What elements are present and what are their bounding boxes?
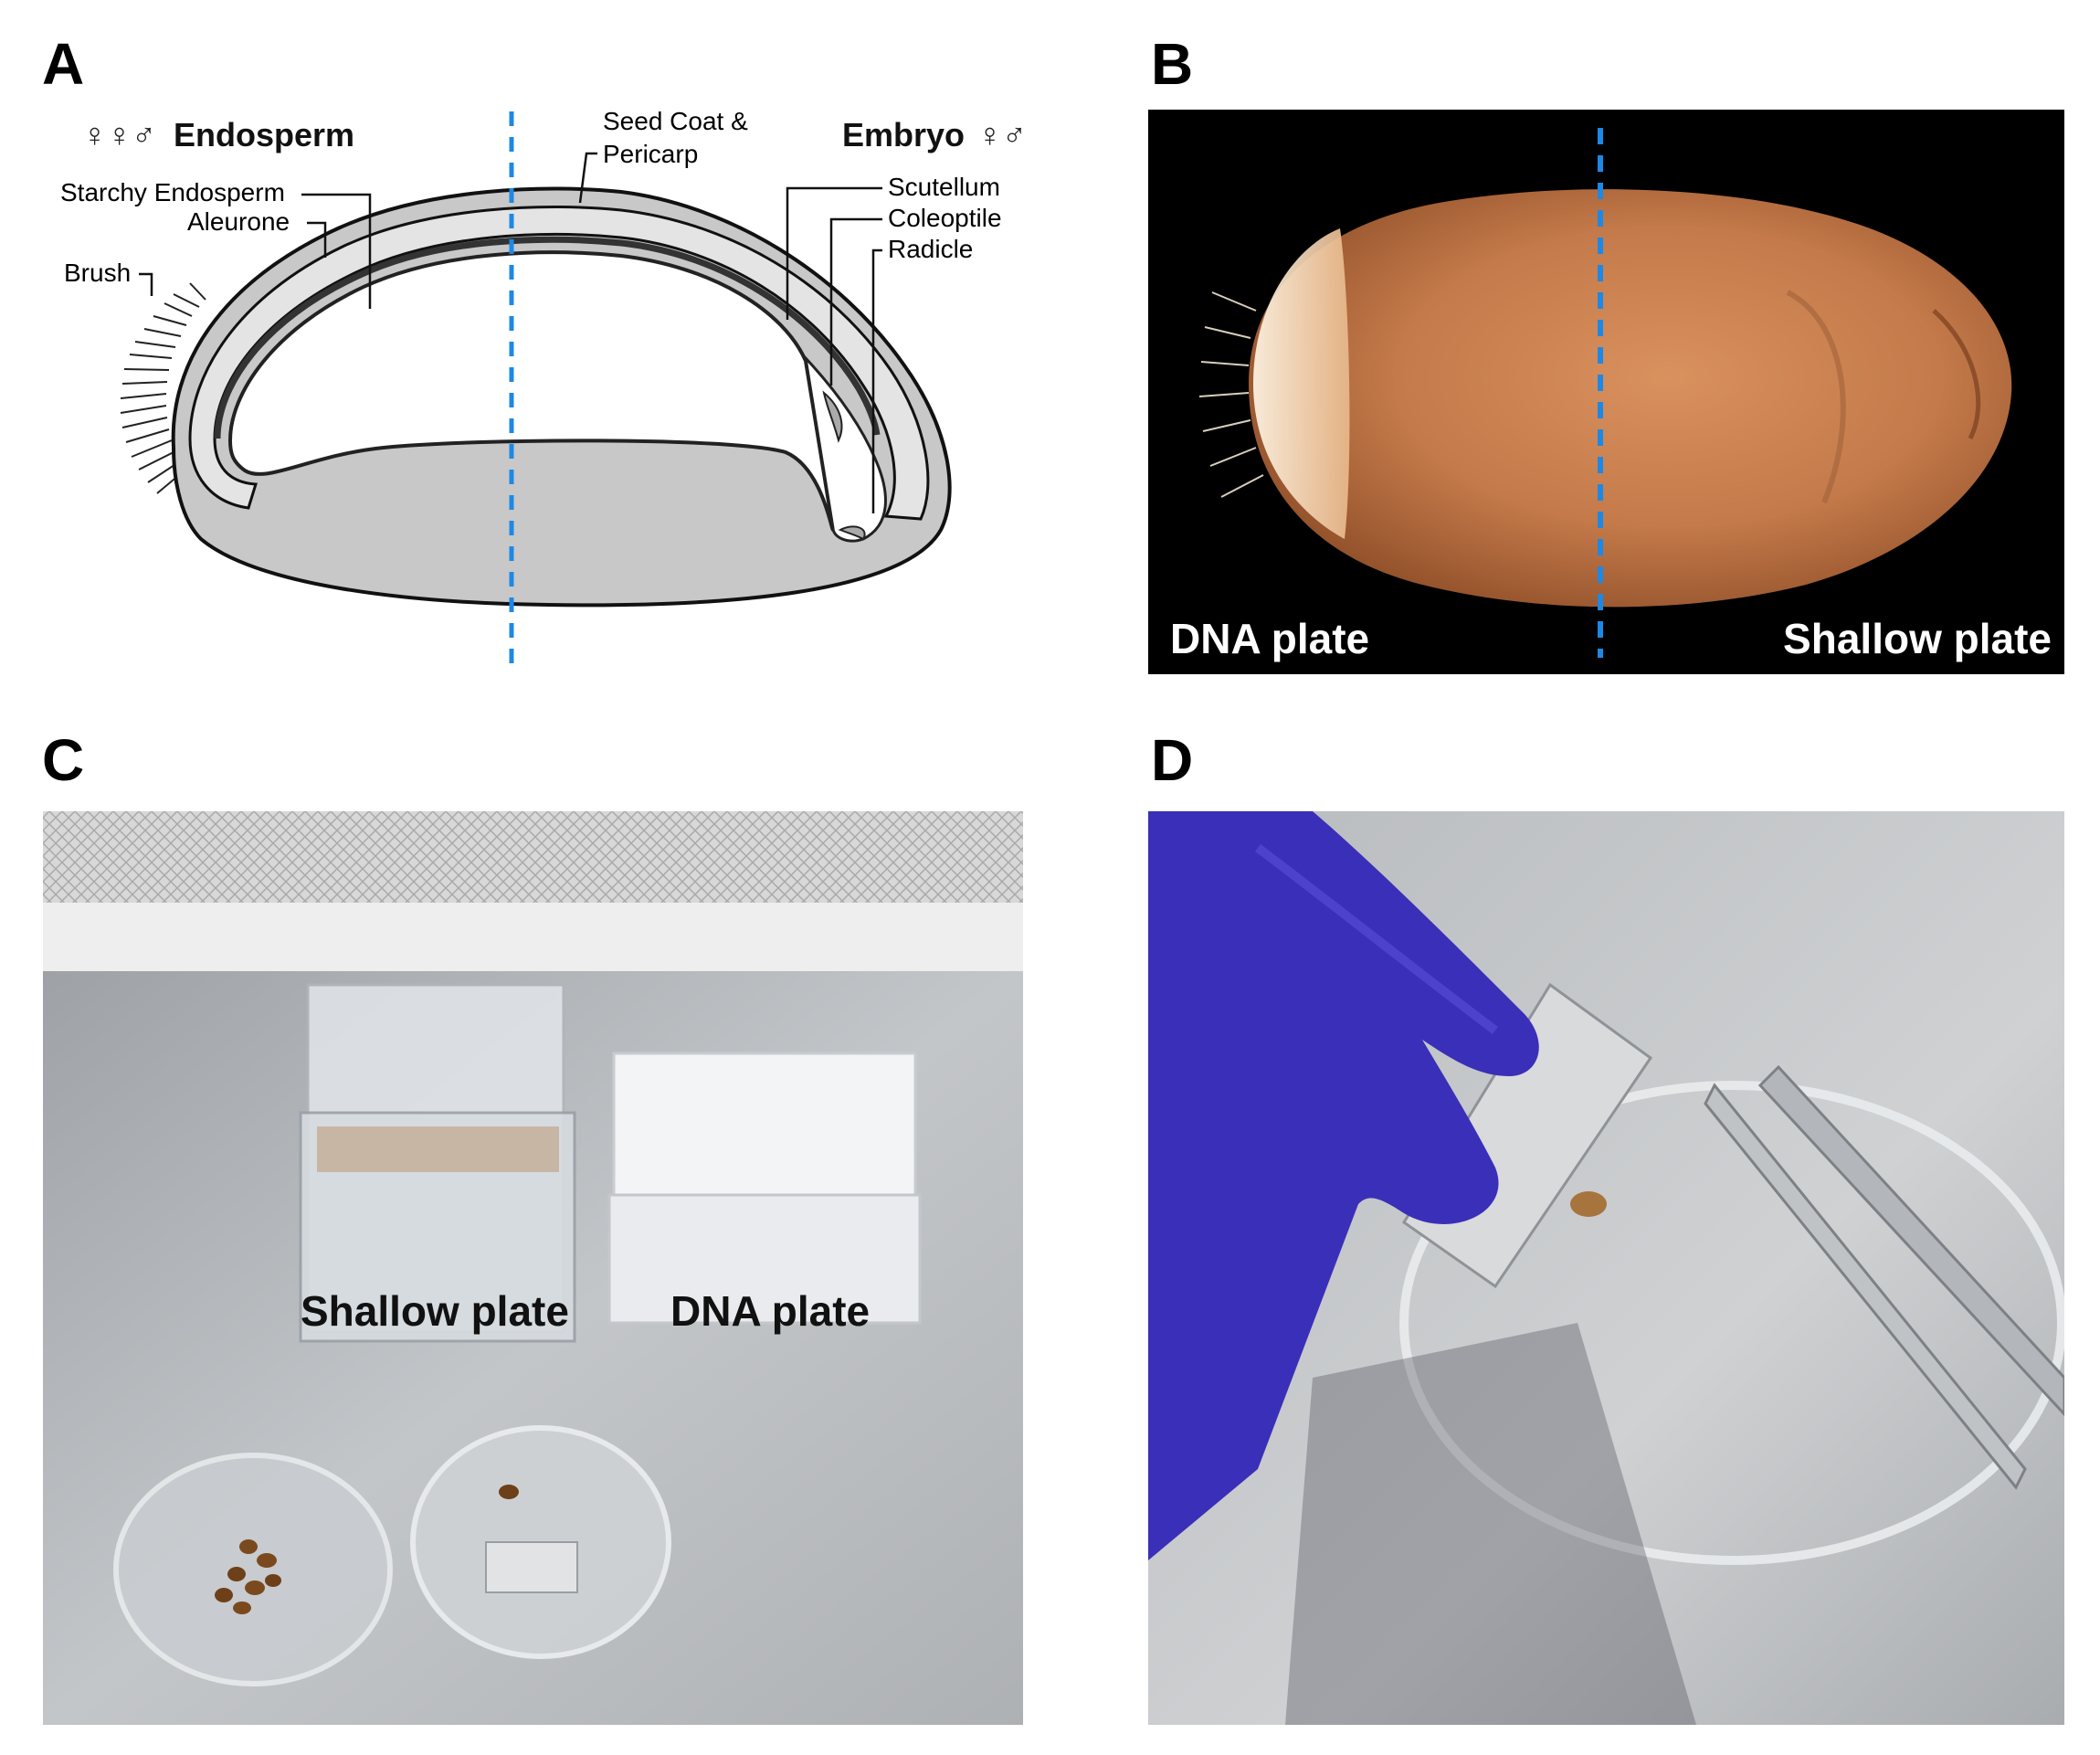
blue-glove	[1148, 811, 1539, 1560]
cutting-photo-panel	[1148, 811, 2064, 1725]
seed-diagram: ♀♀♂ Endosperm Embryo ♀♂ Seed Coat & Peri…	[60, 107, 1027, 671]
dna-plate-caption: DNA plate	[670, 1287, 871, 1335]
seed-coat-label-1: Seed Coat &	[603, 107, 748, 135]
brush-leader	[139, 272, 153, 296]
grain-brush	[1253, 228, 1350, 539]
coleoptile-leader	[829, 217, 882, 386]
brush-hairs	[120, 282, 206, 494]
glove-highlight	[1254, 844, 1499, 1034]
shallow-plate-caption: Shallow plate	[301, 1287, 569, 1335]
grain-being-cut	[1570, 1191, 1607, 1217]
grain-crease	[1932, 309, 1981, 440]
embryo-symbols: ♀♂	[977, 116, 1027, 153]
panel-letter-d: D	[1151, 727, 1194, 793]
radicle-label: Radicle	[888, 235, 973, 263]
grain-body	[1249, 189, 2012, 608]
aleurone-layer	[214, 236, 881, 439]
bench-photo-panel: Shallow plate DNA plate	[43, 811, 1023, 1725]
seed-coat-leader	[578, 152, 597, 204]
dna-plate-label: DNA plate	[1170, 615, 1370, 662]
radicle-shape	[838, 525, 866, 541]
embryo-region	[803, 354, 887, 543]
starchy-endosperm-leader	[301, 193, 372, 309]
aleurone-label: Aleurone	[187, 207, 290, 236]
grain-photo	[1198, 128, 2012, 658]
grain-petri-dish	[113, 1453, 393, 1686]
seed-coat-label-2: Pericarp	[603, 140, 698, 168]
scutellum-leader	[786, 186, 882, 320]
cutting-photo	[1148, 811, 2064, 1725]
coleoptile-label: Coleoptile	[888, 204, 1002, 232]
razor-petri-dish	[410, 1425, 671, 1659]
panel-letter-c: C	[42, 727, 85, 793]
radicle-leader	[871, 248, 882, 513]
tweezers	[1704, 1064, 2064, 1490]
shallow-plate-label: Shallow plate	[1783, 615, 2052, 662]
dna-plate	[607, 1052, 922, 1325]
panel-letter-a: A	[42, 31, 85, 97]
grain-embryo-wrinkle	[1786, 290, 1846, 504]
panel-letter-b: B	[1151, 31, 1194, 97]
hand-shadow	[1285, 1323, 1696, 1725]
grain-photo-panel: DNA plate Shallow plate	[1148, 110, 2064, 674]
aleurone-leader	[307, 221, 327, 258]
starchy-endosperm-label: Starchy Endosperm	[60, 178, 285, 206]
seed-diagram-panel: ♀♀♂ Endosperm Embryo ♀♂ Seed Coat & Peri…	[37, 100, 1060, 685]
shallow-plate	[299, 983, 576, 1343]
brush-label: Brush	[64, 259, 131, 287]
petri-dish	[1399, 1081, 2064, 1565]
coleoptile-shape	[822, 390, 843, 443]
embryo-title: Embryo	[842, 116, 965, 153]
grain-brush-hairs	[1198, 291, 1264, 498]
hood-ledge	[43, 903, 1023, 971]
bench-photo	[43, 811, 1023, 1725]
endosperm-symbols: ♀♀♂	[82, 116, 156, 153]
scutellum-label: Scutellum	[888, 173, 1000, 201]
endosperm-title: Endosperm	[174, 116, 354, 153]
